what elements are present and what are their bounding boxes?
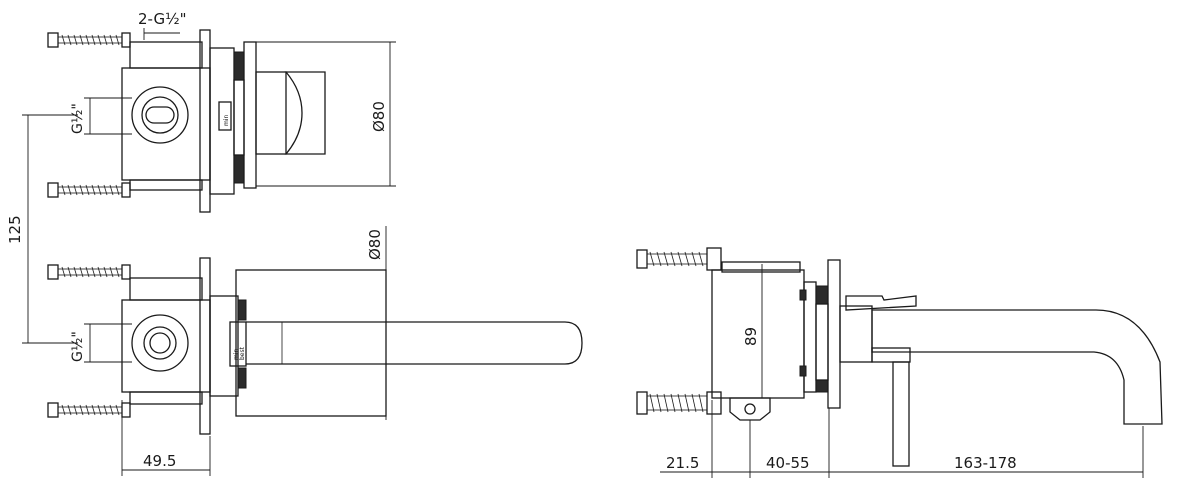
label-body-height: 89 (742, 327, 760, 346)
spout-body-view (47, 257, 583, 435)
anchor-screw-top-2 (47, 264, 131, 280)
label-min-lower: min (233, 348, 240, 360)
label-dim-left-offset: 21.5 (666, 454, 699, 472)
label-dim-wall-range: 40-55 (766, 454, 810, 472)
label-body-depth: 49.5 (143, 452, 176, 470)
anchor-screw-right-top (636, 247, 722, 271)
anchor-screw-top (47, 32, 131, 48)
label-pipe-thread-top: 2-G½" (138, 10, 187, 28)
label-g-half-upper: G½" (70, 103, 86, 134)
label-plate-diameter-top: Ø80 (370, 101, 388, 132)
label-center-distance: 125 (6, 215, 24, 244)
side-elevation-view (636, 247, 1163, 467)
anchor-screw-bottom (47, 182, 131, 198)
label-plate-diameter-bottom: Ø80 (366, 229, 384, 260)
label-best-lower: best (239, 346, 246, 360)
label-g-half-lower: G½" (70, 331, 86, 362)
label-min-upper: min (223, 114, 230, 126)
anchor-screw-bottom-2 (47, 402, 131, 418)
label-dim-spout-range: 163-178 (954, 454, 1017, 472)
mixer-body-view (47, 29, 326, 213)
dimension-lines (22, 28, 1144, 478)
dimension-labels: 2-G½" G½" G½" 125 Ø80 Ø80 49.5 89 21.5 4… (6, 10, 1017, 472)
anchor-screw-right-bottom (636, 391, 722, 415)
